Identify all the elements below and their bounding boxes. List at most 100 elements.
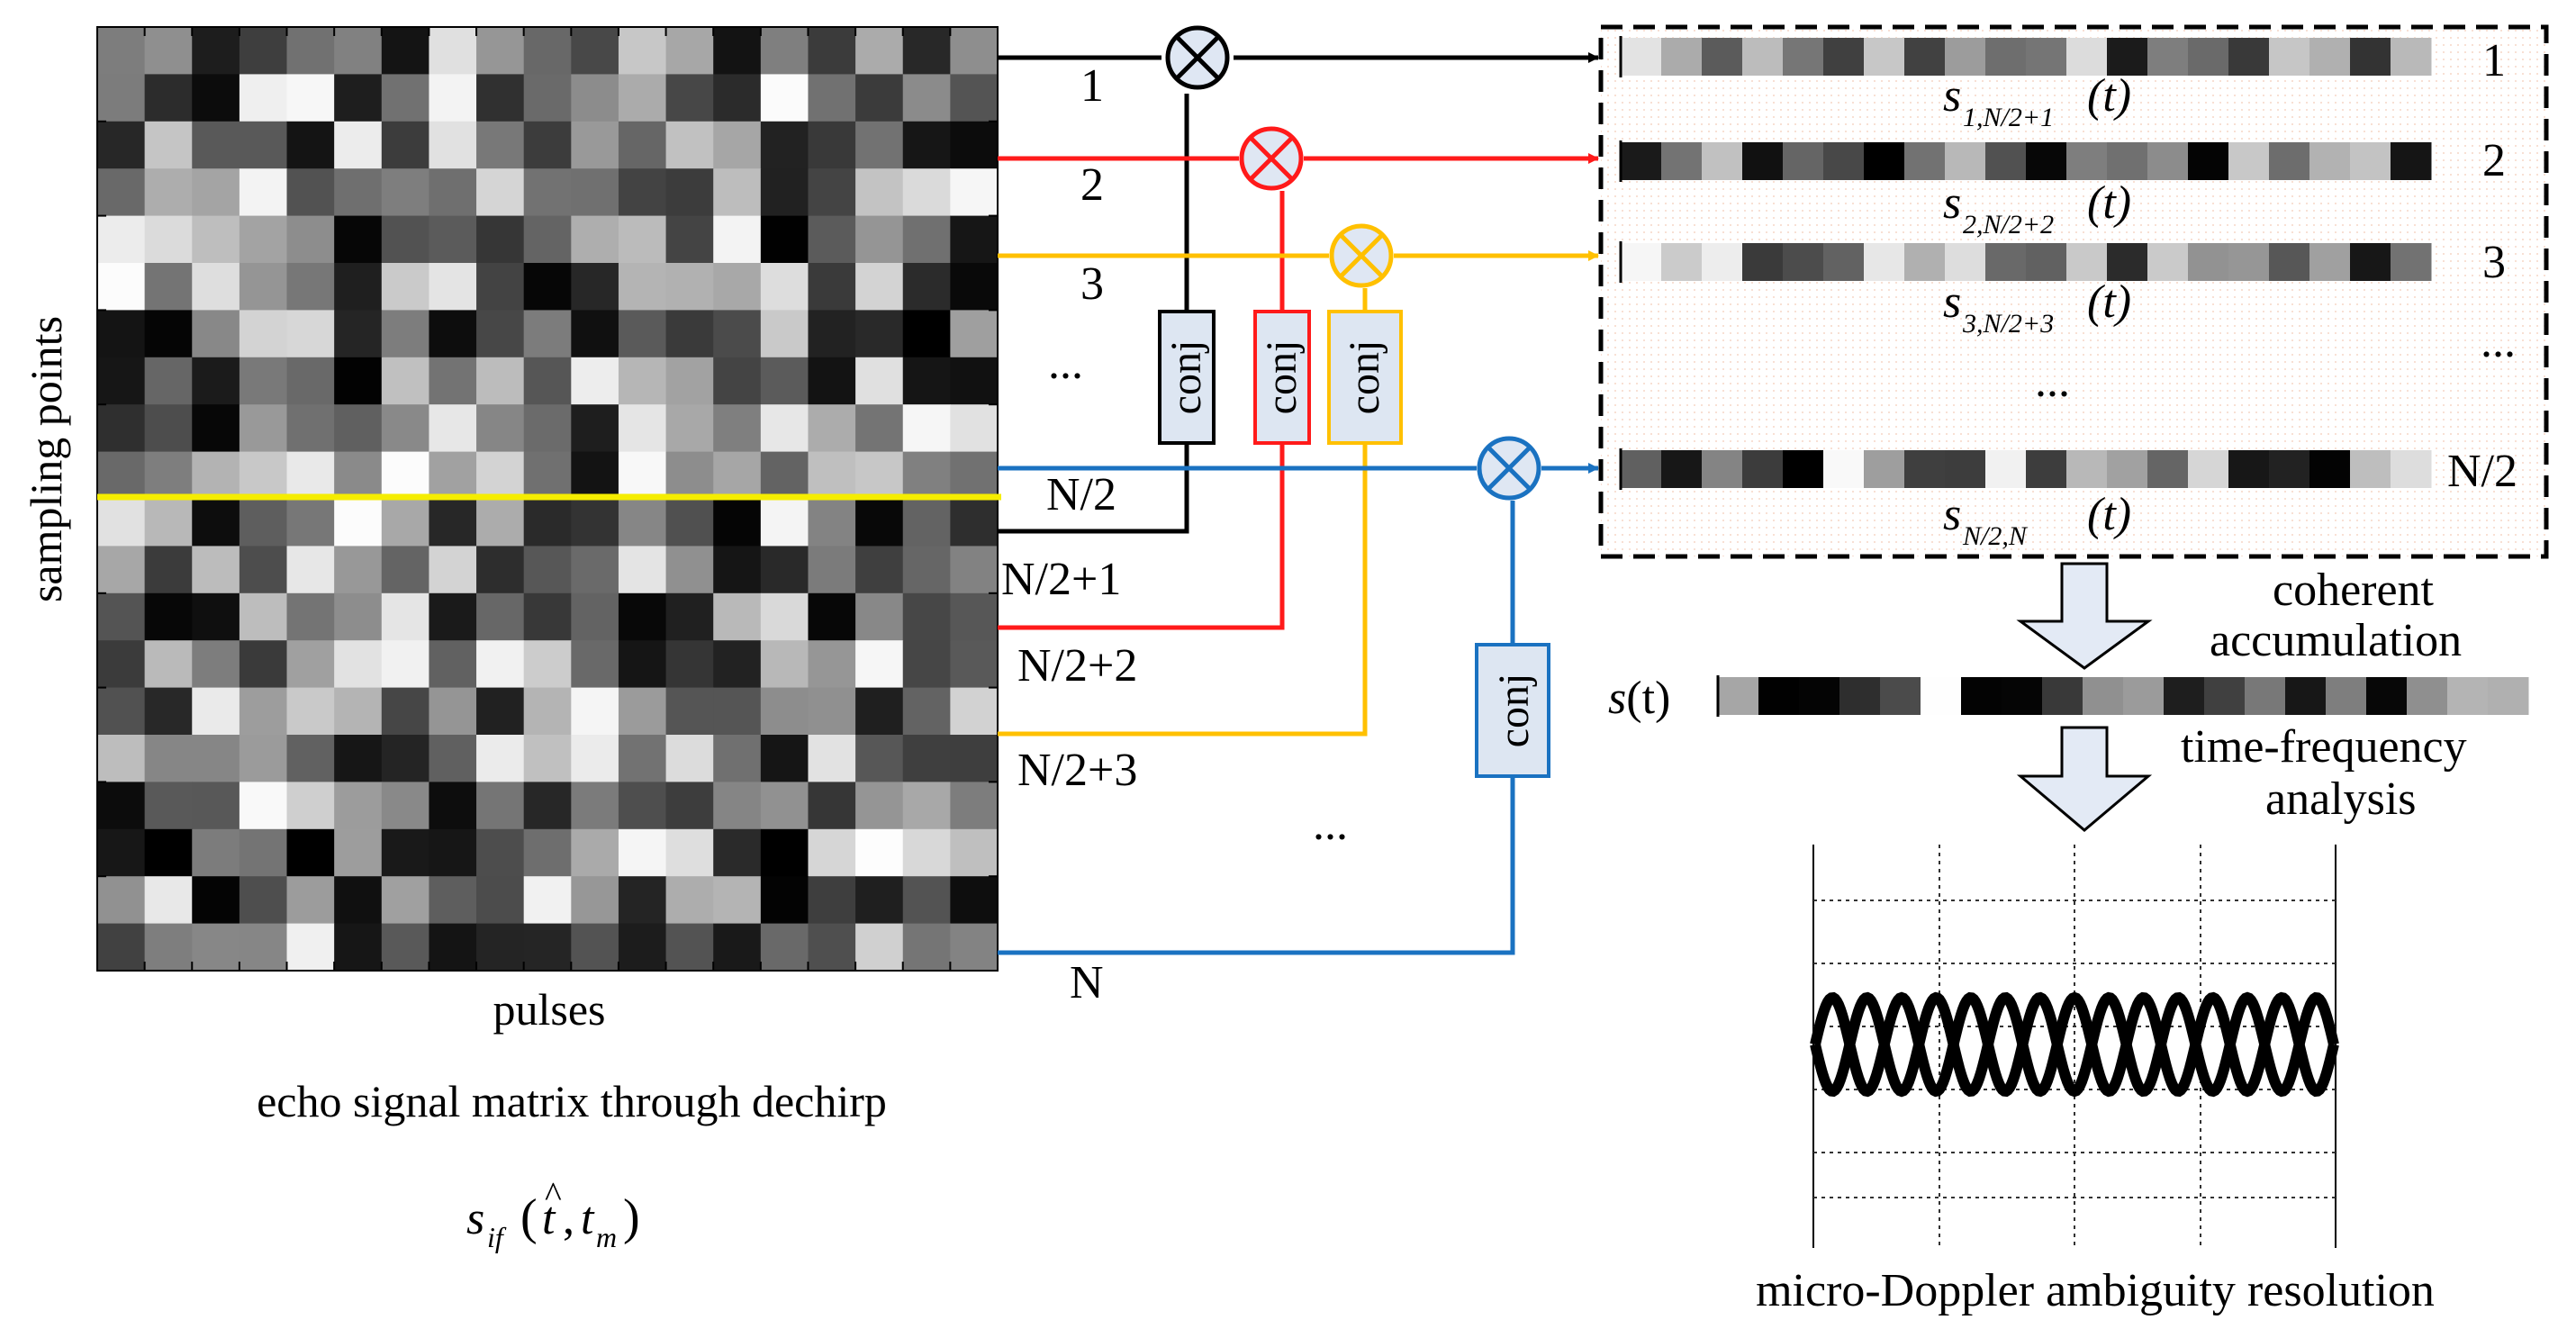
matrix-cell — [523, 735, 572, 782]
matrix-cell — [902, 74, 951, 122]
matrix-cell — [429, 640, 477, 689]
formula-hat: ^ — [545, 1174, 562, 1215]
matrix-cell — [902, 592, 951, 641]
matrix-cell — [665, 876, 714, 925]
matrix-cell — [950, 640, 999, 689]
matrix-cell — [760, 828, 809, 877]
matrix-cell — [334, 592, 383, 641]
matrix-cell — [334, 687, 383, 736]
matrix-cell — [429, 27, 477, 75]
matrix-cell — [571, 782, 619, 830]
matrix-cell — [665, 828, 714, 877]
matrix-cell — [239, 923, 288, 972]
matrix-cell — [144, 592, 193, 641]
matrix-cell — [950, 451, 999, 500]
matrix-cell — [192, 640, 240, 689]
formula-comma: , — [563, 1193, 574, 1244]
signal-s: s — [1943, 276, 1961, 328]
ch-label-3: 3 — [1080, 258, 1104, 310]
matrix-cell — [144, 357, 193, 405]
matrix-cell — [239, 27, 288, 75]
output-box — [1598, 24, 2549, 559]
matrix-cell — [808, 687, 856, 736]
matrix-cell — [429, 546, 477, 594]
matrix-cell — [808, 640, 856, 689]
matrix-cell — [760, 876, 809, 925]
matrix-cell — [950, 357, 999, 405]
matrix-cell — [192, 451, 240, 500]
matrix-cell — [571, 687, 619, 736]
matrix-cell — [476, 27, 525, 75]
matrix-cell — [334, 640, 383, 689]
sum-bar-cells — [1716, 675, 2529, 717]
matrix-cell — [523, 263, 572, 311]
matrix-cell — [618, 828, 667, 877]
matrix-cell — [571, 828, 619, 877]
matrix-cell — [523, 499, 572, 547]
matrix-cell — [855, 923, 904, 972]
matrix-cell — [334, 404, 383, 453]
step-tf-1: time-frequency — [2181, 721, 2467, 773]
matrix-cell — [334, 27, 383, 75]
channel-1-wiring — [998, 52, 1599, 955]
matrix-cell — [97, 215, 146, 264]
matrix-cell — [523, 546, 572, 594]
matrix-cell — [286, 310, 335, 358]
matrix-cell — [571, 876, 619, 925]
matrix-cell — [381, 499, 430, 547]
matrix-cell — [808, 592, 856, 641]
matrix-cell — [571, 215, 619, 264]
matrix-cell — [97, 168, 146, 217]
conj-box-3: conj — [1327, 310, 1403, 445]
formula-base: s — [466, 1193, 484, 1244]
matrix-cell — [713, 168, 762, 217]
matrix-cell — [239, 263, 288, 311]
signal-bar-1 — [1619, 36, 2432, 77]
matrix-cell — [97, 404, 146, 453]
matrix-cell — [760, 357, 809, 405]
conj-box-n2: conj — [1475, 643, 1550, 778]
matrix-cell — [760, 782, 809, 830]
conj-label: conj — [1258, 340, 1306, 415]
matrix-cell — [618, 546, 667, 594]
matrix-cell — [571, 546, 619, 594]
matrix-cell — [476, 168, 525, 217]
matrix-cell — [192, 876, 240, 925]
matrix-cell — [808, 168, 856, 217]
signal-label-n2: s N/2,N (t) — [1943, 489, 2131, 551]
matrix-cell — [429, 168, 477, 217]
matrix-cell — [855, 546, 904, 594]
matrix-cell — [950, 263, 999, 311]
matrix-cell — [760, 923, 809, 972]
out-ellipsis-mid: ... — [2035, 356, 2070, 407]
matrix-cell — [286, 687, 335, 736]
matrix-cell — [618, 168, 667, 217]
matrix-cell — [286, 735, 335, 782]
matrix-cell — [808, 499, 856, 547]
matrix-cell — [808, 215, 856, 264]
matrix-cell — [381, 404, 430, 453]
matrix-cell — [902, 215, 951, 264]
matrix-cell — [855, 27, 904, 75]
matrix-cell — [239, 735, 288, 782]
matrix-cell — [286, 74, 335, 122]
matrix-cell — [381, 640, 430, 689]
ch-label-n2: N/2 — [1046, 469, 1116, 520]
matrix-cell — [760, 592, 809, 641]
matrix-cell — [192, 263, 240, 311]
tf-curve-2 — [1810, 991, 2339, 1098]
matrix-cell — [618, 687, 667, 736]
matrix-cell — [523, 168, 572, 217]
matrix-cell — [97, 782, 146, 830]
matrix-cell — [334, 357, 383, 405]
matrix-cell — [286, 828, 335, 877]
matrix-cell — [571, 121, 619, 169]
matrix-cell — [950, 876, 999, 925]
matrix-cell — [334, 876, 383, 925]
matrix-cell — [855, 687, 904, 736]
signal-sub-n2: N/2,N — [1962, 521, 2029, 551]
matrix-cell — [334, 215, 383, 264]
matrix-cell — [429, 451, 477, 500]
matrix-cell — [808, 310, 856, 358]
matrix-cell — [192, 828, 240, 877]
